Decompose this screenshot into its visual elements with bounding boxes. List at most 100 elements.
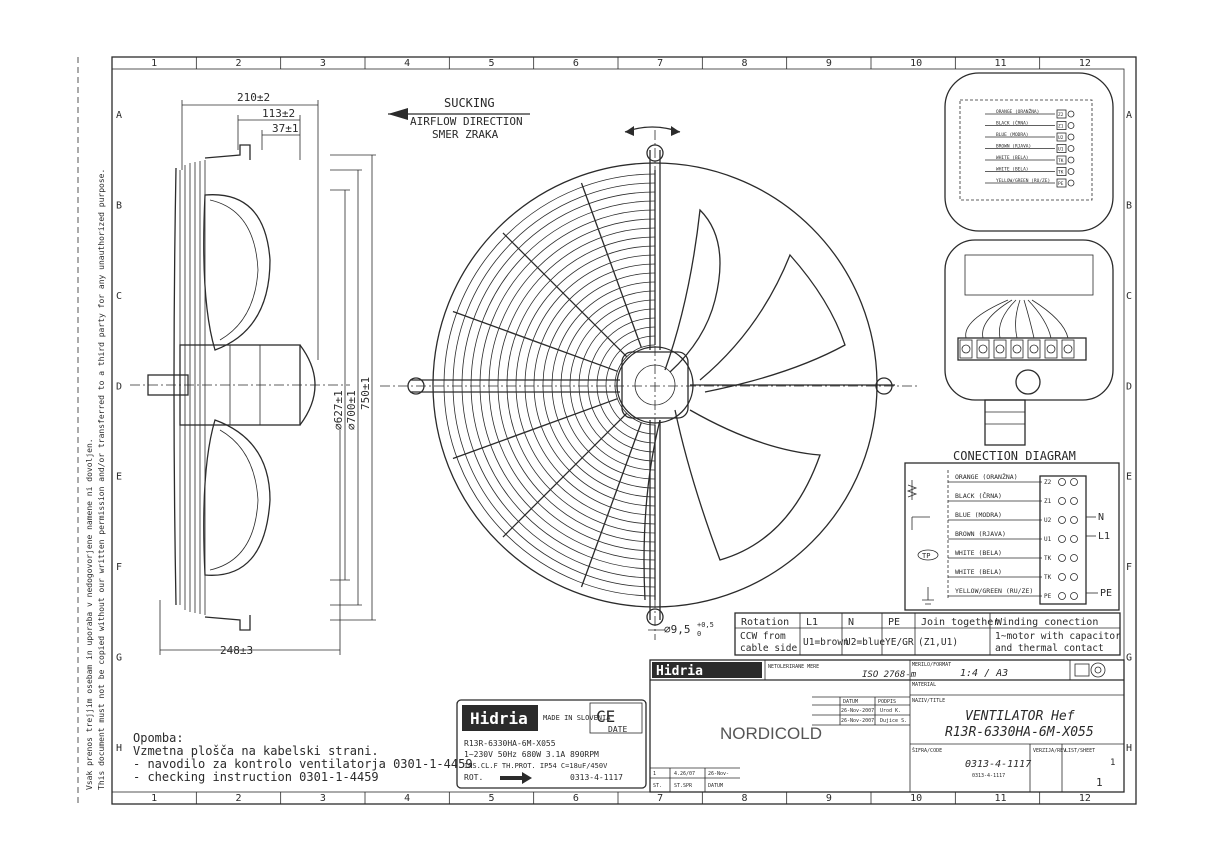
grid-row-right-F: F	[1126, 562, 1132, 573]
grid-row-right-H: H	[1126, 743, 1132, 754]
rev-cell: 1	[653, 771, 656, 777]
dim-113: 113±2	[262, 107, 295, 120]
grid-col-bottom-6: 6	[573, 793, 579, 804]
grid-col-bottom-7: 7	[657, 793, 663, 804]
title-line-1: VENTILATOR Hef	[965, 709, 1075, 724]
grid-row-right-D: D	[1126, 381, 1132, 392]
rev-header: ST.	[653, 783, 662, 789]
dim-627: ⌀627±1	[332, 390, 345, 430]
conn-wire-label: BLUE (MODRA)	[955, 511, 1002, 519]
remarks-line-2: - navodilo za kontrolo ventilatorja 0301…	[133, 757, 473, 771]
title-sign-1: Urod K.	[880, 708, 901, 714]
connection-title: CONECTION DIAGRAM	[953, 449, 1076, 463]
dim-37: 37±1	[272, 122, 299, 135]
rot-header: L1	[806, 617, 818, 628]
conn-wire-label: WHITE (BELA)	[955, 568, 1002, 576]
nordicold-logo: NORDICOLD	[720, 724, 822, 743]
line-N: N	[1098, 512, 1104, 523]
grid-col-bottom-9: 9	[826, 793, 832, 804]
terminal-box-open	[944, 239, 1114, 446]
rev-header: DATUM	[708, 783, 723, 789]
grid-col-bottom-4: 4	[404, 793, 410, 804]
conn-wire-label: BROWN (RJAVA)	[955, 530, 1006, 538]
grid-col-bottom-8: 8	[742, 793, 748, 804]
grid-col-bottom-5: 5	[489, 793, 495, 804]
grid-col-top-12: 12	[1079, 58, 1091, 69]
grid-row-left-D: D	[116, 381, 122, 392]
grid-col-bottom-11: 11	[995, 793, 1007, 804]
tb-wire-terminal: PE	[1058, 181, 1064, 187]
conn-wire-label: ORANGE (ORANŽNA)	[955, 472, 1018, 481]
conn-wire-terminal: U1	[1044, 536, 1052, 543]
tb-wire-terminal: TK	[1058, 158, 1064, 164]
title-material-label: MATERIAL	[912, 682, 936, 688]
conn-wire-label: YELLOW/GREEN (RU/ZE)	[955, 587, 1033, 595]
title-brand: Hidria	[656, 664, 703, 679]
conn-wire-label: WHITE (BELA)	[955, 549, 1002, 557]
tb-wire-label: BLACK (ČRNA)	[996, 120, 1029, 127]
nameplate-date: DATE	[608, 725, 627, 734]
grid-col-bottom-1: 1	[151, 793, 157, 804]
title-sign-2: Dujice S.	[880, 718, 907, 724]
dim-700: ⌀700±1	[345, 390, 358, 430]
airflow-sucking: SUCKING	[444, 96, 495, 110]
grid-row-left-C: C	[116, 291, 122, 302]
title-date-2: 26-Nov-2007	[841, 718, 874, 724]
grid-col-bottom-10: 10	[910, 793, 922, 804]
rot-header: Rotation	[741, 617, 789, 628]
title-date-1: 26-Nov-2007	[841, 708, 874, 714]
rot-header: Winding conection	[996, 617, 1098, 628]
tb-wire-label: ORANGE (ORANŽNA)	[996, 107, 1039, 115]
grid-row-right-G: G	[1126, 652, 1132, 663]
side-note-1: Vsak prenos trejjim osebam in uporaba v …	[85, 438, 94, 790]
conn-wire-terminal: PE	[1044, 593, 1052, 600]
rot-header: N	[848, 617, 854, 628]
dim-248: 248±3	[220, 644, 253, 657]
rot-cell: (Z1,U1)	[918, 637, 958, 648]
title-date-col: DATUM	[843, 699, 858, 705]
grid-row-right-C: C	[1126, 291, 1132, 302]
grid-col-top-4: 4	[404, 58, 410, 69]
hole-tol-bottom: 0	[697, 630, 701, 638]
remarks: Opomba: Vzmetna plošča na kabelski stran…	[133, 731, 473, 784]
side-view-dimensions: 210±2 113±2 37±1 248±3 ⌀627±1 ⌀700±1 750…	[159, 91, 376, 657]
airflow-direction-label: AIRFLOW DIRECTION	[410, 115, 523, 128]
tb-wire-terminal: U2	[1058, 135, 1064, 141]
tb-wire-label: BROWN (RJAVA)	[996, 144, 1031, 150]
nameplate-code: 0313-4-1117	[570, 773, 623, 782]
rot-header: PE	[888, 617, 900, 628]
grid-row-left-E: E	[116, 472, 122, 483]
line-PE: PE	[1100, 588, 1112, 599]
conn-wire-terminal: Z2	[1044, 479, 1052, 486]
remarks-line-1: Vzmetna plošča na kabelski strani.	[133, 744, 379, 758]
nameplate-rot: ROT.	[464, 773, 483, 782]
title-sheet-of: 1	[1096, 776, 1103, 789]
grid-col-top-7: 7	[657, 58, 663, 69]
conn-wire-terminal: Z1	[1044, 498, 1052, 505]
tb-wire-terminal: Z2	[1058, 112, 1064, 118]
grid-col-bottom-2: 2	[236, 793, 242, 804]
grid-col-top-6: 6	[573, 58, 579, 69]
remarks-line-3: - checking instruction 0301-1-4459	[133, 770, 379, 784]
remarks-title: Opomba:	[133, 731, 184, 745]
conn-wire-terminal: U2	[1044, 517, 1052, 524]
grid-col-top-8: 8	[742, 58, 748, 69]
rot-cell: and thermal contact	[995, 643, 1104, 654]
grid-row-left-F: F	[116, 562, 122, 573]
grid-col-top-11: 11	[995, 58, 1007, 69]
title-drawing-no-small: 0313-4-1117	[972, 773, 1005, 779]
rot-cell: cable side	[740, 643, 797, 654]
conn-wire-label: BLACK (ČRNA)	[955, 491, 1002, 500]
fan-front-view: ⌀9,5 +0,5 0	[380, 126, 920, 640]
tp-label: TP	[922, 552, 930, 560]
grid-col-top-1: 1	[151, 58, 157, 69]
airflow-smer-zraka: SMER ZRAKA	[432, 128, 499, 141]
rot-cell: 1~motor with capacitor	[995, 631, 1121, 642]
grid-col-top-3: 3	[320, 58, 326, 69]
title-sheet: 1	[1110, 758, 1115, 768]
title-scale-label: MERILO/FORMAT	[912, 662, 951, 668]
